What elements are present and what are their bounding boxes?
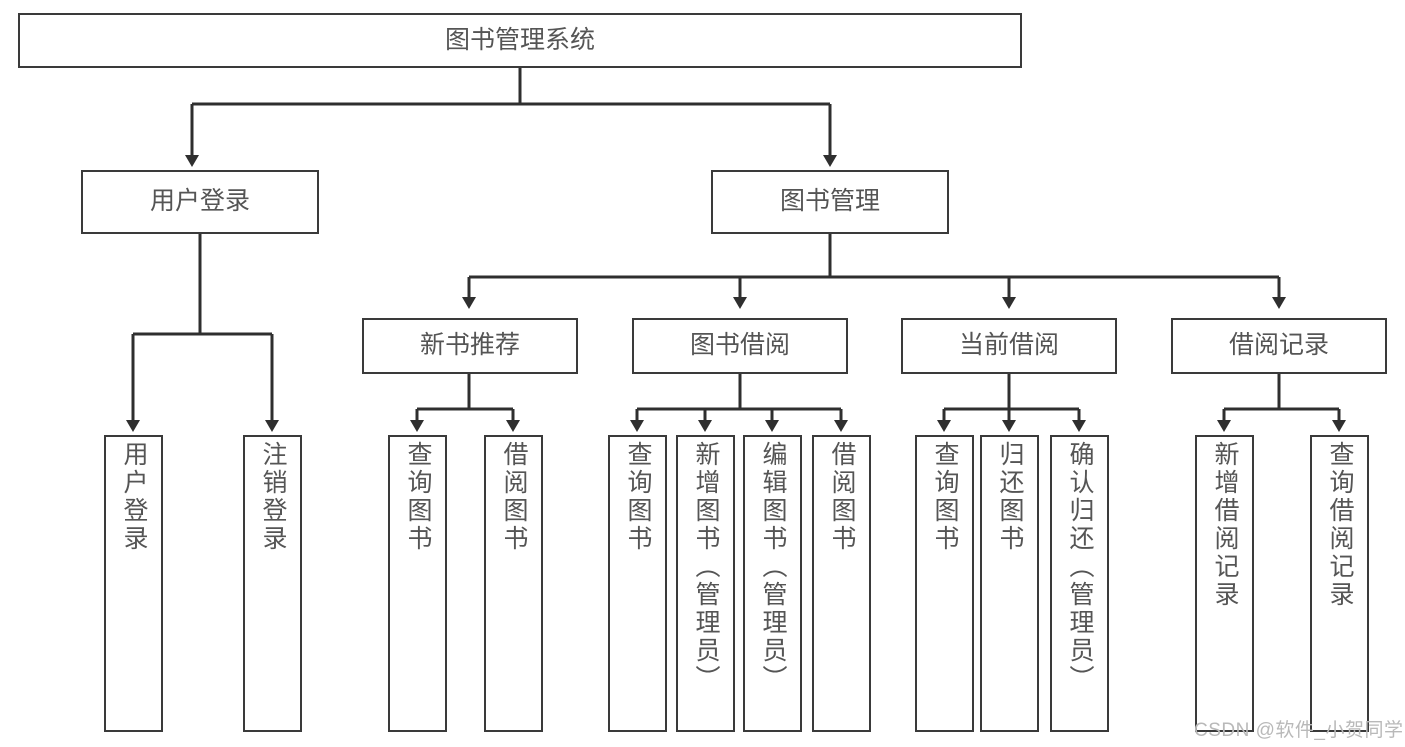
node-new-book-recommend[interactable]: 新书推荐 [362, 318, 578, 374]
node-leaf-borrow-record-query[interactable]: 查询借阅记录 [1310, 435, 1369, 732]
node-label: 新增图书（管理员） [692, 441, 720, 693]
node-label: 图书借阅 [689, 331, 790, 360]
node-label: 新增借阅记录 [1211, 441, 1239, 609]
node-label: 当前借阅 [958, 331, 1059, 360]
node-label: 归还图书 [996, 441, 1024, 553]
node-current-borrow[interactable]: 当前借阅 [901, 318, 1117, 374]
node-label: 用户登录 [120, 441, 148, 553]
node-label: 注销登录 [259, 441, 287, 553]
csdn-watermark: CSDN @软件_小贺同学 [1194, 720, 1404, 741]
node-root-book-management-system[interactable]: 图书管理系统 [18, 13, 1022, 68]
node-book-management[interactable]: 图书管理 [711, 170, 949, 234]
node-label: 用户登录 [149, 187, 250, 216]
node-label: 编辑图书（管理员） [759, 441, 787, 693]
node-borrow-record[interactable]: 借阅记录 [1171, 318, 1387, 374]
node-leaf-book-borrow-add-admin[interactable]: 新增图书（管理员） [676, 435, 735, 732]
node-label: 查询图书 [931, 441, 959, 553]
node-label: 查询借阅记录 [1326, 441, 1354, 609]
node-leaf-current-borrow-return[interactable]: 归还图书 [980, 435, 1039, 732]
node-leaf-user-login-login[interactable]: 用户登录 [104, 435, 163, 732]
node-label: 图书管理系统 [444, 25, 595, 54]
node-label: 查询图书 [624, 441, 652, 553]
node-label: 查询图书 [404, 441, 432, 553]
node-leaf-book-borrow-query[interactable]: 查询图书 [608, 435, 667, 732]
node-label: 借阅记录 [1228, 331, 1329, 360]
node-leaf-borrow-record-add[interactable]: 新增借阅记录 [1195, 435, 1254, 732]
node-user-login[interactable]: 用户登录 [81, 170, 319, 234]
node-leaf-new-book-query[interactable]: 查询图书 [388, 435, 447, 732]
node-label: 借阅图书 [500, 441, 528, 553]
node-label: 借阅图书 [828, 441, 856, 553]
node-label: 确认归还（管理员） [1066, 441, 1094, 693]
node-leaf-book-borrow-edit-admin[interactable]: 编辑图书（管理员） [743, 435, 802, 732]
node-leaf-user-login-logout[interactable]: 注销登录 [243, 435, 302, 732]
node-book-borrow[interactable]: 图书借阅 [632, 318, 848, 374]
node-leaf-new-book-borrow[interactable]: 借阅图书 [484, 435, 543, 732]
node-leaf-current-borrow-confirm-admin[interactable]: 确认归还（管理员） [1050, 435, 1109, 732]
node-label: 图书管理 [779, 187, 880, 216]
node-leaf-book-borrow-borrow[interactable]: 借阅图书 [812, 435, 871, 732]
node-leaf-current-borrow-query[interactable]: 查询图书 [915, 435, 974, 732]
node-label: 新书推荐 [419, 331, 520, 360]
